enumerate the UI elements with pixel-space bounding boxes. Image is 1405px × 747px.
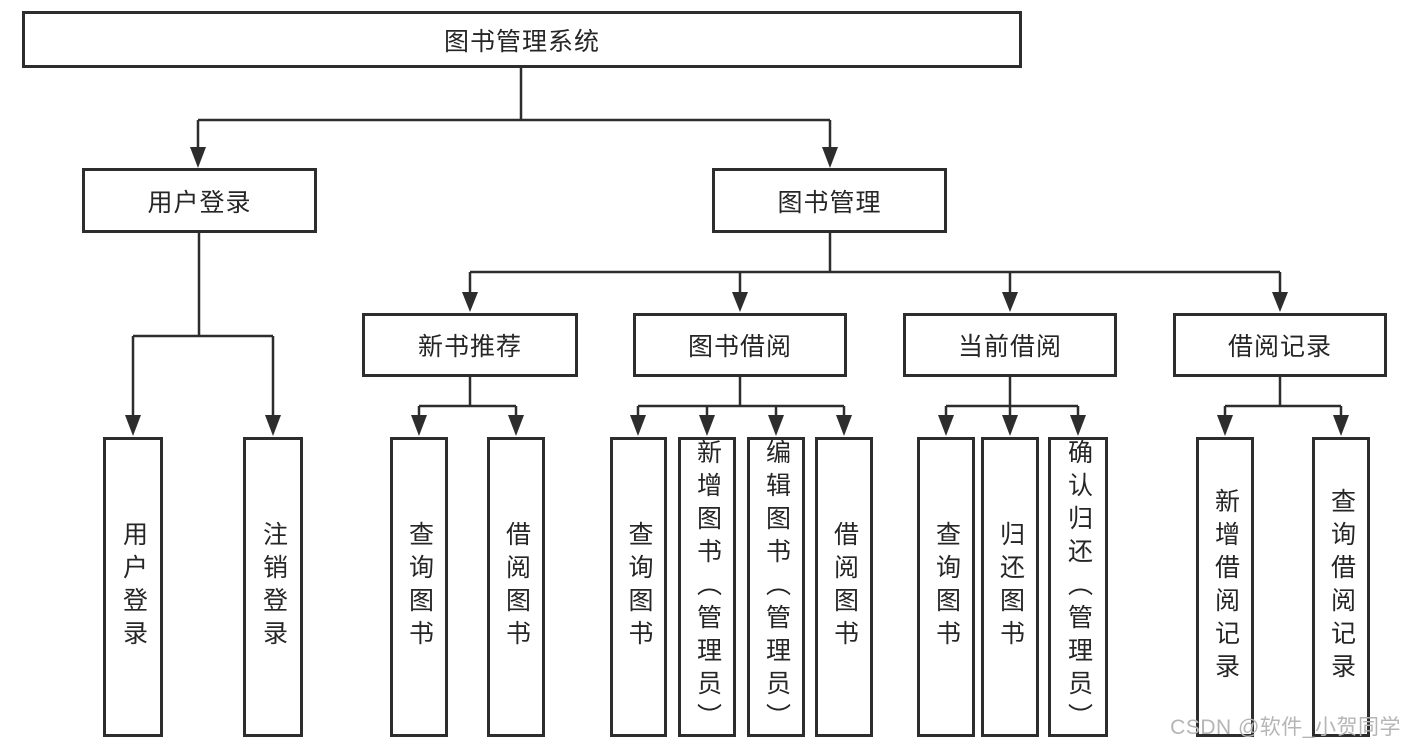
node-current-borrow: 当前借阅 <box>903 313 1117 377</box>
leaf-user-login-label: 用户登录 <box>119 521 148 653</box>
watermark: CSDN @软件_小贺同学 <box>1170 716 1401 739</box>
leaf-current-query-books-label: 查询图书 <box>932 521 961 653</box>
leaf-return-books: 归还图书 <box>981 437 1039 737</box>
node-book-borrow: 图书借阅 <box>633 313 847 377</box>
leaf-query-borrow-record: 查询借阅记录 <box>1312 437 1370 737</box>
leaf-query-borrow-record-label: 查询借阅记录 <box>1327 488 1356 686</box>
leaf-current-query-books: 查询图书 <box>917 437 975 737</box>
leaf-add-borrow-record: 新增借阅记录 <box>1196 437 1254 737</box>
leaf-recommend-query-books-label: 查询图书 <box>405 521 434 653</box>
node-current-borrow-label: 当前借阅 <box>957 333 1062 361</box>
node-borrow-records-label: 借阅记录 <box>1227 333 1332 361</box>
leaf-recommend-borrow-books: 借阅图书 <box>487 437 545 737</box>
arrowheads <box>125 147 1349 436</box>
leaf-borrow-query-books: 查询图书 <box>610 437 667 737</box>
node-new-book-recommend: 新书推荐 <box>362 313 578 377</box>
node-book-management-label: 图书管理 <box>777 188 882 217</box>
node-user-login: 用户登录 <box>82 168 317 233</box>
leaf-add-books-admin-label: 新增图书（管理员） <box>693 438 722 736</box>
leaf-add-books-admin: 新增图书（管理员） <box>678 437 736 737</box>
leaf-edit-books-admin-label: 编辑图书（管理员） <box>762 438 791 736</box>
leaf-borrow-query-books-label: 查询图书 <box>625 521 653 653</box>
node-book-borrow-label: 图书借阅 <box>687 333 792 361</box>
leaf-add-borrow-record-label: 新增借阅记录 <box>1211 488 1240 686</box>
connector-paths <box>131 68 1343 418</box>
node-user-login-label: 用户登录 <box>147 188 252 217</box>
node-new-book-recommend-label: 新书推荐 <box>417 333 522 361</box>
node-borrow-records: 借阅记录 <box>1173 313 1387 377</box>
node-root: 图书管理系统 <box>22 11 1022 68</box>
leaf-logout-label: 注销登录 <box>259 521 288 653</box>
leaf-logout: 注销登录 <box>243 437 303 737</box>
leaf-confirm-return-admin-label: 确认归还（管理员） <box>1064 438 1093 736</box>
leaf-recommend-borrow-books-label: 借阅图书 <box>502 521 531 653</box>
leaf-return-books-label: 归还图书 <box>996 521 1025 653</box>
leaf-user-login: 用户登录 <box>103 437 163 737</box>
node-book-management: 图书管理 <box>712 168 947 233</box>
leaf-borrow-books: 借阅图书 <box>815 437 873 737</box>
leaf-borrow-books-label: 借阅图书 <box>830 521 859 653</box>
leaf-recommend-query-books: 查询图书 <box>390 437 448 737</box>
node-root-label: 图书管理系统 <box>443 27 600 56</box>
leaf-confirm-return-admin: 确认归还（管理员） <box>1048 437 1108 737</box>
leaf-edit-books-admin: 编辑图书（管理员） <box>747 437 805 737</box>
